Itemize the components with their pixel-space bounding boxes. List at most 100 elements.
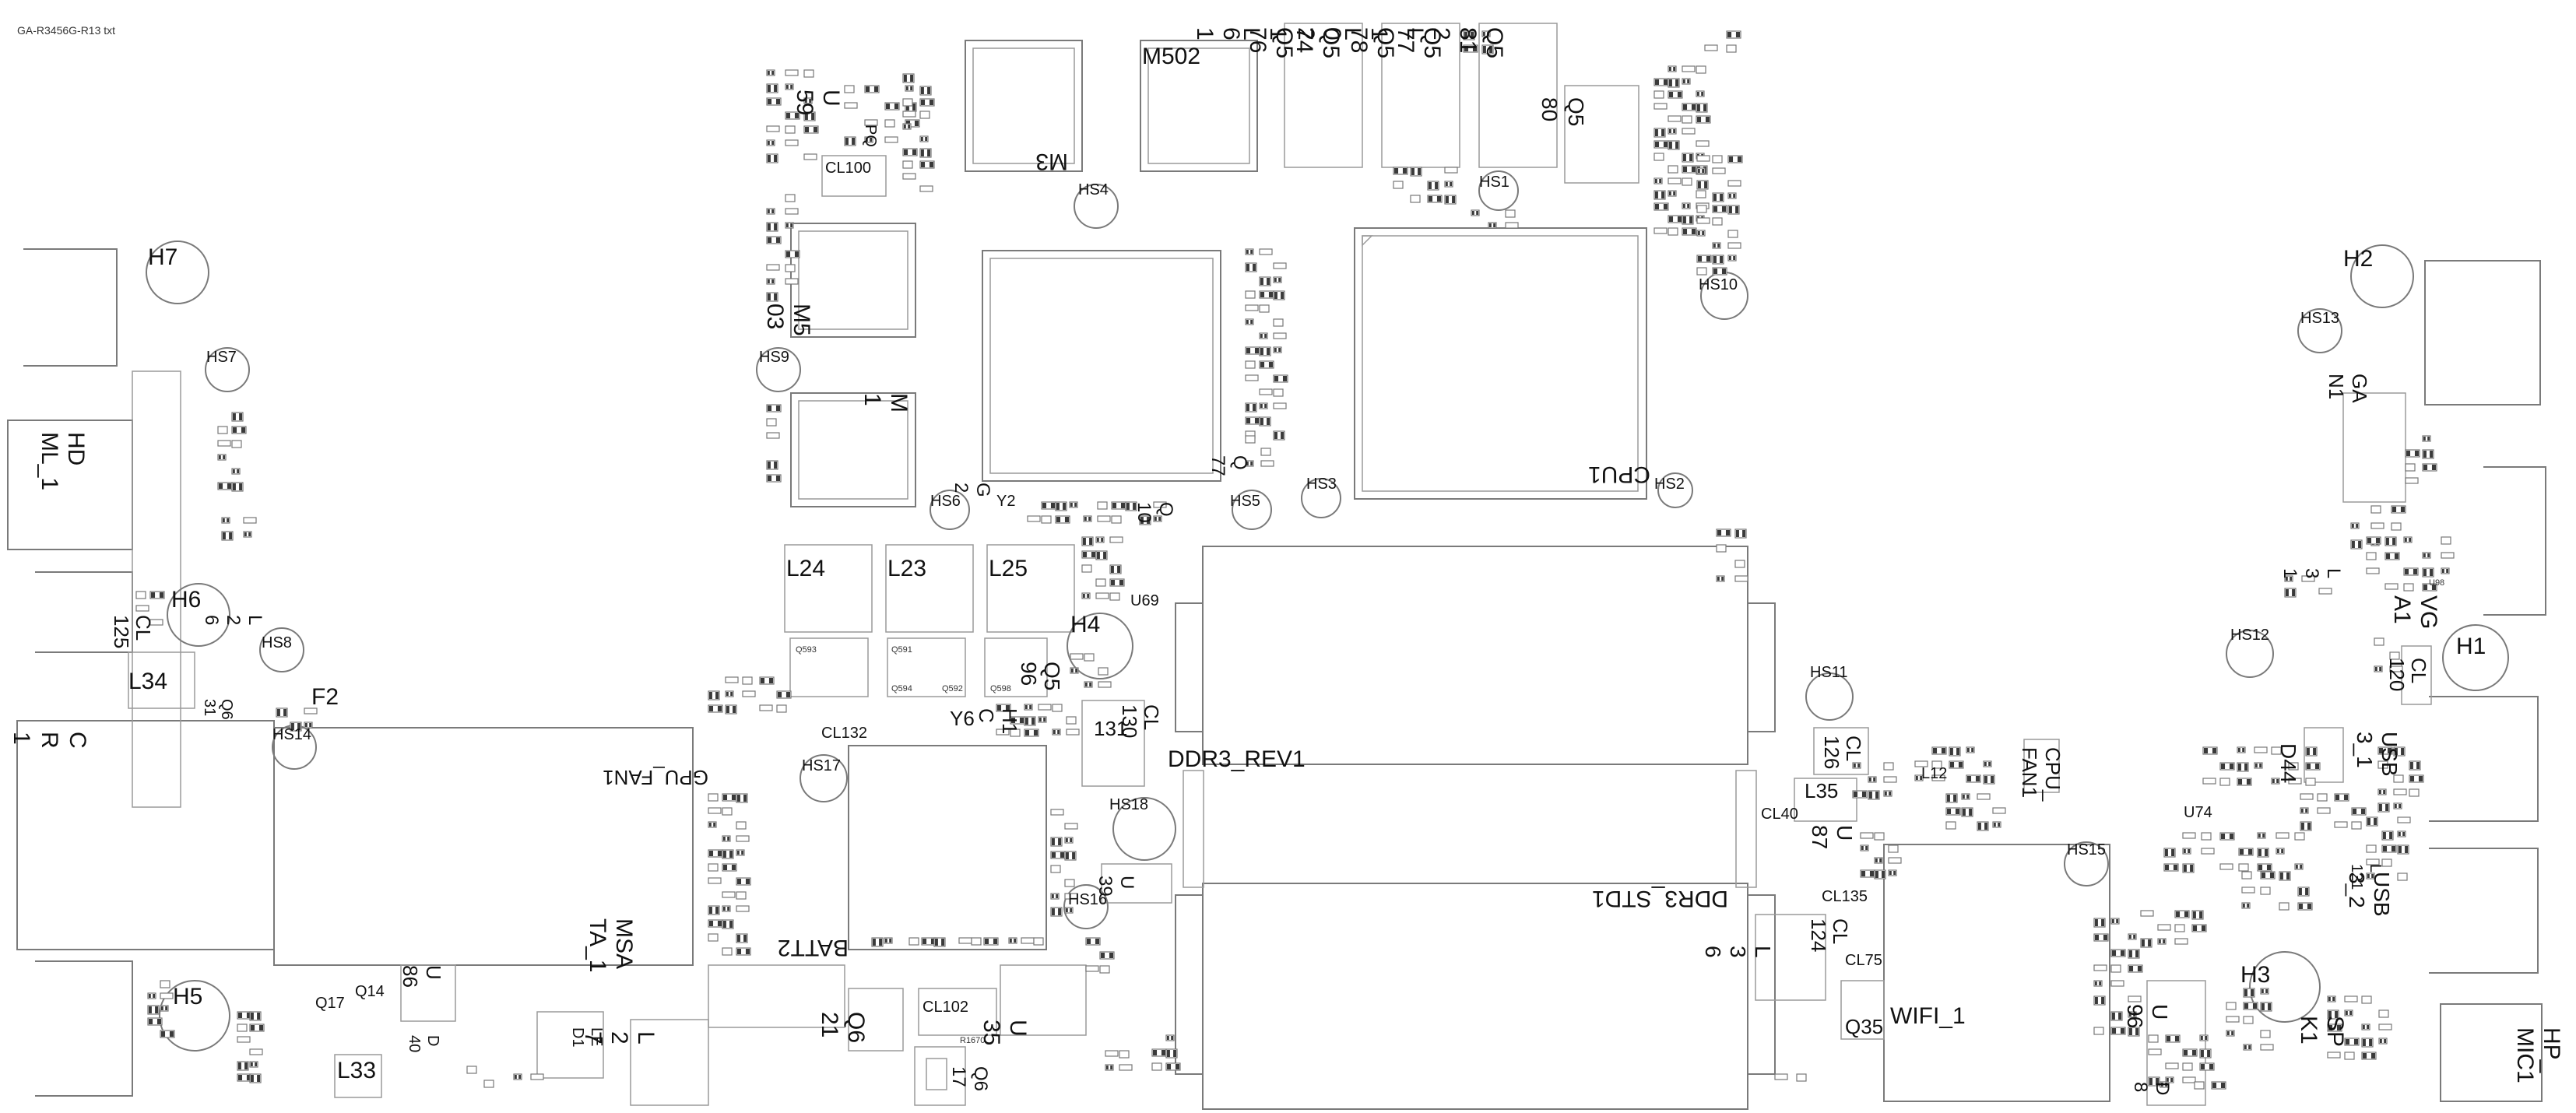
smd-part [766, 125, 780, 132]
smd-part [722, 905, 731, 912]
hole-hs15 [2064, 841, 2109, 887]
smd-pad [1947, 795, 1950, 802]
smd-part [2389, 665, 2403, 672]
smd-pad [1875, 871, 1878, 878]
smd-pad [2300, 865, 2302, 869]
smd-part [1726, 30, 1741, 39]
smd-part [2381, 858, 2392, 867]
smd-pad [1966, 795, 1969, 799]
smd-pad [771, 279, 774, 283]
smd-part [1977, 821, 1989, 831]
smd-pad [1140, 517, 1144, 524]
label-cpu1: CPU1 [1588, 462, 1650, 487]
smd-pad [805, 113, 808, 120]
label-cl100: CL100 [825, 160, 871, 177]
smd-pad [1436, 196, 1441, 202]
smd-pad [2243, 904, 2245, 908]
smd-part [1245, 460, 1254, 467]
smd-part [2110, 964, 2121, 973]
label-u69: U69 [1130, 592, 1159, 609]
smd-part [2148, 1048, 2162, 1055]
smd-part [1860, 844, 1869, 851]
smd-pad [1701, 92, 1703, 96]
smd-pad [2387, 748, 2391, 753]
smd-part [1099, 951, 1115, 960]
smd-part [871, 937, 884, 947]
smd-pad [1052, 838, 1055, 845]
smd-pad [717, 921, 722, 926]
smd-pad [1147, 517, 1150, 524]
smd-pad [1487, 32, 1489, 36]
label-hs13: HS13 [2300, 310, 2339, 327]
hole-hs1 [1478, 170, 1519, 211]
smd-part [1696, 155, 1710, 162]
smd-pad [717, 851, 722, 856]
smd-pad [923, 939, 927, 944]
smd-pad [2259, 764, 2261, 767]
smd-pad [1994, 823, 1996, 827]
smd-part [2219, 863, 2233, 870]
smd-pad [2353, 1039, 2358, 1045]
smd-pad [1476, 211, 1478, 215]
smd-pad [1713, 256, 1717, 263]
label-hs11: HS11 [1810, 664, 1848, 681]
smd-pad [1673, 129, 1675, 133]
m3-chip-inner [972, 47, 1075, 164]
hole-h6 [167, 583, 230, 647]
smd-part [1463, 30, 1475, 40]
smd-part [2254, 746, 2268, 753]
smd-pad [161, 1031, 166, 1037]
smd-pad [1471, 32, 1474, 39]
smd-pad [768, 209, 770, 213]
smd-pad [771, 71, 774, 75]
label-hs10: HS10 [1699, 276, 1738, 293]
smd-part [2393, 746, 2406, 757]
label-cl75: CL75 [1845, 952, 1882, 969]
label-d40: D40 [406, 1035, 441, 1052]
smd-part [785, 264, 796, 272]
smd-pad [2360, 809, 2365, 814]
smd-pad [2247, 904, 2249, 908]
smd-pad [723, 865, 728, 870]
smd-pad [2430, 569, 2433, 576]
smd-pad [1089, 683, 1091, 686]
smd-pad [1869, 778, 1871, 781]
smd-pad [771, 209, 774, 213]
smd-part [864, 85, 880, 93]
smd-pad [2370, 1053, 2375, 1059]
smd-pad [2129, 966, 2134, 971]
smd-part [2243, 1044, 2252, 1051]
ddr3-std1-slot [1202, 883, 1748, 1110]
smd-part [919, 185, 933, 192]
smd-pad [1246, 418, 1251, 423]
label-q77: Q77 [1207, 455, 1250, 476]
smd-pad [2386, 553, 2391, 559]
smd-pad [768, 155, 771, 162]
u86-box [400, 964, 456, 1022]
smd-pad [219, 483, 223, 489]
smd-pad [2244, 989, 2247, 996]
smd-part [1931, 760, 1942, 769]
smd-part [1427, 195, 1443, 203]
smd-pad [1050, 503, 1055, 508]
smd-pad [1033, 730, 1038, 736]
smd-part [1668, 90, 1683, 99]
smd-pad [1697, 117, 1702, 122]
smd-pad [2280, 872, 2283, 880]
smd-part [1471, 209, 1480, 216]
smd-part [135, 605, 149, 612]
smd-pad [1969, 809, 1972, 816]
smd-part [2174, 938, 2188, 945]
smd-pad [1025, 730, 1030, 736]
smd-part [1712, 267, 1727, 276]
smd-part [147, 1017, 163, 1026]
smd-pad [713, 823, 715, 827]
smd-pad [1489, 223, 1492, 227]
smd-pad [233, 483, 236, 490]
smd-pad [1669, 191, 1671, 195]
smd-pad [257, 1075, 260, 1082]
smd-pad [2244, 1003, 2249, 1009]
smd-pad [223, 518, 225, 522]
smd-pad [1677, 92, 1682, 97]
smd-pad [2258, 849, 2261, 856]
